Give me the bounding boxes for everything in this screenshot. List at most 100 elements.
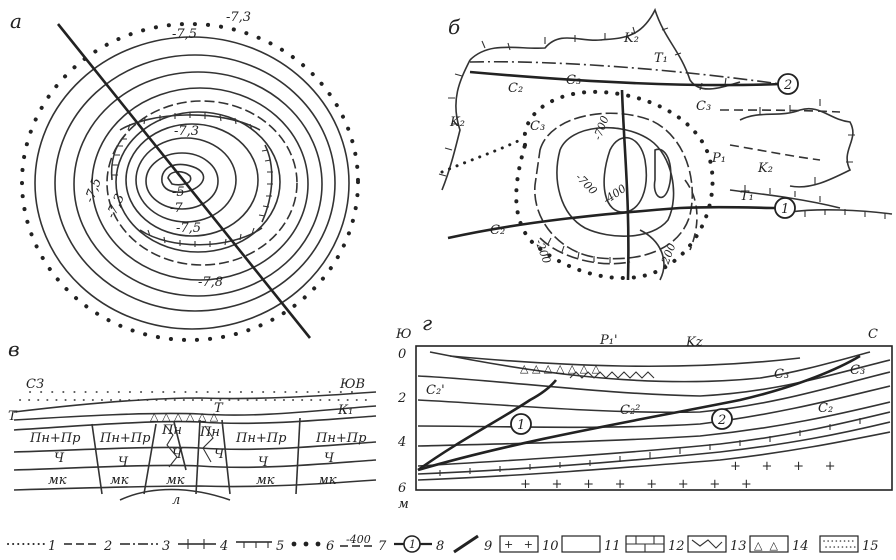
layer-boundary xyxy=(417,411,891,467)
fault-1 xyxy=(417,379,558,472)
contour-ticks xyxy=(547,237,611,263)
legend-label: 9 xyxy=(484,539,492,554)
fault-1 xyxy=(447,205,776,240)
marker-1-circle xyxy=(774,197,796,219)
layer-label: Пн+Пр xyxy=(235,431,287,446)
panel-v: в СЗ ЮВ △ △ △ △ △ △ Т К₁ Т Пн+Пр Пн+Пр П… xyxy=(8,337,377,508)
legend-swatch-13-lines xyxy=(691,539,723,549)
formation-label: C₃ xyxy=(696,99,711,114)
layer-label: Пн xyxy=(161,423,182,438)
breccia-lines xyxy=(164,424,214,468)
triangle-marks: △ △ △ △ △ △ xyxy=(150,410,219,423)
legend-label: 2 xyxy=(103,539,112,554)
layer-label: мк xyxy=(166,473,185,488)
contour-line xyxy=(34,36,350,330)
contour-label: -200 xyxy=(533,238,554,266)
fault-line xyxy=(139,227,263,246)
layer-label: Т xyxy=(8,409,18,424)
fault-line xyxy=(195,419,201,495)
contour-label: -400 xyxy=(601,182,629,207)
dash-dot-line xyxy=(469,60,781,85)
legend-swatch-15 xyxy=(819,535,859,553)
triangle-marks: △ △ △ △ △ △ △ xyxy=(520,362,601,375)
layer-label: Ч xyxy=(118,455,129,470)
legend-swatch-7-text: -400 xyxy=(346,533,371,546)
fault-line xyxy=(295,417,301,495)
legend-label: 14 xyxy=(792,539,809,554)
legend-swatch-14 xyxy=(749,535,789,553)
intrusion-outline xyxy=(119,488,231,501)
lens-inner xyxy=(449,355,801,368)
section-frame xyxy=(415,345,893,491)
legend-swatch-8-circle xyxy=(403,535,421,553)
contour-label: -7,5 xyxy=(82,176,105,205)
depth-tick: 4 xyxy=(397,435,406,450)
fault-ticks xyxy=(258,149,273,217)
contour-line xyxy=(115,111,281,253)
layer-label: мк xyxy=(256,473,275,488)
legend-label: 8 xyxy=(436,539,444,554)
fault-vertical xyxy=(620,89,630,281)
layer-label: Пн+Пр xyxy=(315,431,367,446)
panel-a-letter: а xyxy=(10,9,22,33)
contour-dashed xyxy=(539,237,631,265)
legend-label: 13 xyxy=(730,539,747,554)
fault-2 xyxy=(417,354,861,472)
contour-line xyxy=(135,137,237,223)
formation-boundary xyxy=(469,7,741,90)
marker-2-label: 2 xyxy=(717,413,726,428)
contour-label: -5 xyxy=(172,185,185,200)
layer-boundary xyxy=(13,479,377,491)
layer-label: C₂² xyxy=(620,403,640,418)
breccia-zone xyxy=(569,371,655,379)
contour-line xyxy=(91,87,309,281)
legend-swatch-5-ticks xyxy=(243,542,269,548)
formation-label: K₂ xyxy=(757,161,773,176)
layer-label: л xyxy=(172,493,180,508)
legend-swatch-9 xyxy=(453,534,479,554)
panel-b: б 2 1 xyxy=(438,7,893,281)
contour-label: -7,3 xyxy=(104,192,128,221)
layer-label: Пн+Пр xyxy=(99,431,151,446)
legend-swatch-12-bricks xyxy=(626,536,664,552)
basement-crosses: + + + + xyxy=(730,459,836,474)
dotted-line xyxy=(440,138,522,174)
legend-label: 4 xyxy=(219,539,228,554)
depth-tick: 0 xyxy=(398,347,406,362)
layer-label: Ч xyxy=(324,451,335,466)
contour-line xyxy=(73,71,323,297)
legend-swatch-6 xyxy=(315,541,321,547)
legend: 1 2 3 4 5 6 -400 7 1 8 9 + + 10 xyxy=(7,533,879,554)
dome-dotted-boundary xyxy=(514,89,715,280)
marker-1-circle xyxy=(510,413,532,435)
layer-boundary xyxy=(13,441,377,453)
fault-line xyxy=(110,134,126,181)
legend-label: 3 xyxy=(162,539,170,554)
layer-label: P₁' xyxy=(599,333,618,348)
formation-boundary xyxy=(729,189,841,209)
layer-boundary xyxy=(417,385,891,429)
basement-crosses: + + + + + + + + xyxy=(520,477,752,492)
depth-tick: 2 xyxy=(397,391,406,406)
panel-b-letter: б xyxy=(448,15,461,39)
depth-unit: м xyxy=(398,497,409,512)
legend-swatch-14-marks: △ △ xyxy=(754,539,778,552)
layer-label: Пн xyxy=(199,425,220,440)
contour-line xyxy=(603,136,648,213)
layer-boundary xyxy=(13,459,377,471)
formation-label: K₂ xyxy=(449,115,465,130)
marker-2-circle xyxy=(711,408,733,430)
contour-label: -700 xyxy=(573,171,600,198)
boundary-ticks xyxy=(759,99,855,184)
contour-line xyxy=(145,152,219,210)
formation-label: T₁ xyxy=(654,51,668,66)
limestone-ticks xyxy=(439,418,861,476)
layer-boundary xyxy=(13,405,377,421)
contour-line xyxy=(54,54,336,312)
fault-line xyxy=(143,423,157,495)
layer-boundary xyxy=(417,359,891,397)
layer-boundary xyxy=(13,391,377,413)
legend-label: 1 xyxy=(48,539,56,554)
layer-label: Т xyxy=(214,401,224,416)
